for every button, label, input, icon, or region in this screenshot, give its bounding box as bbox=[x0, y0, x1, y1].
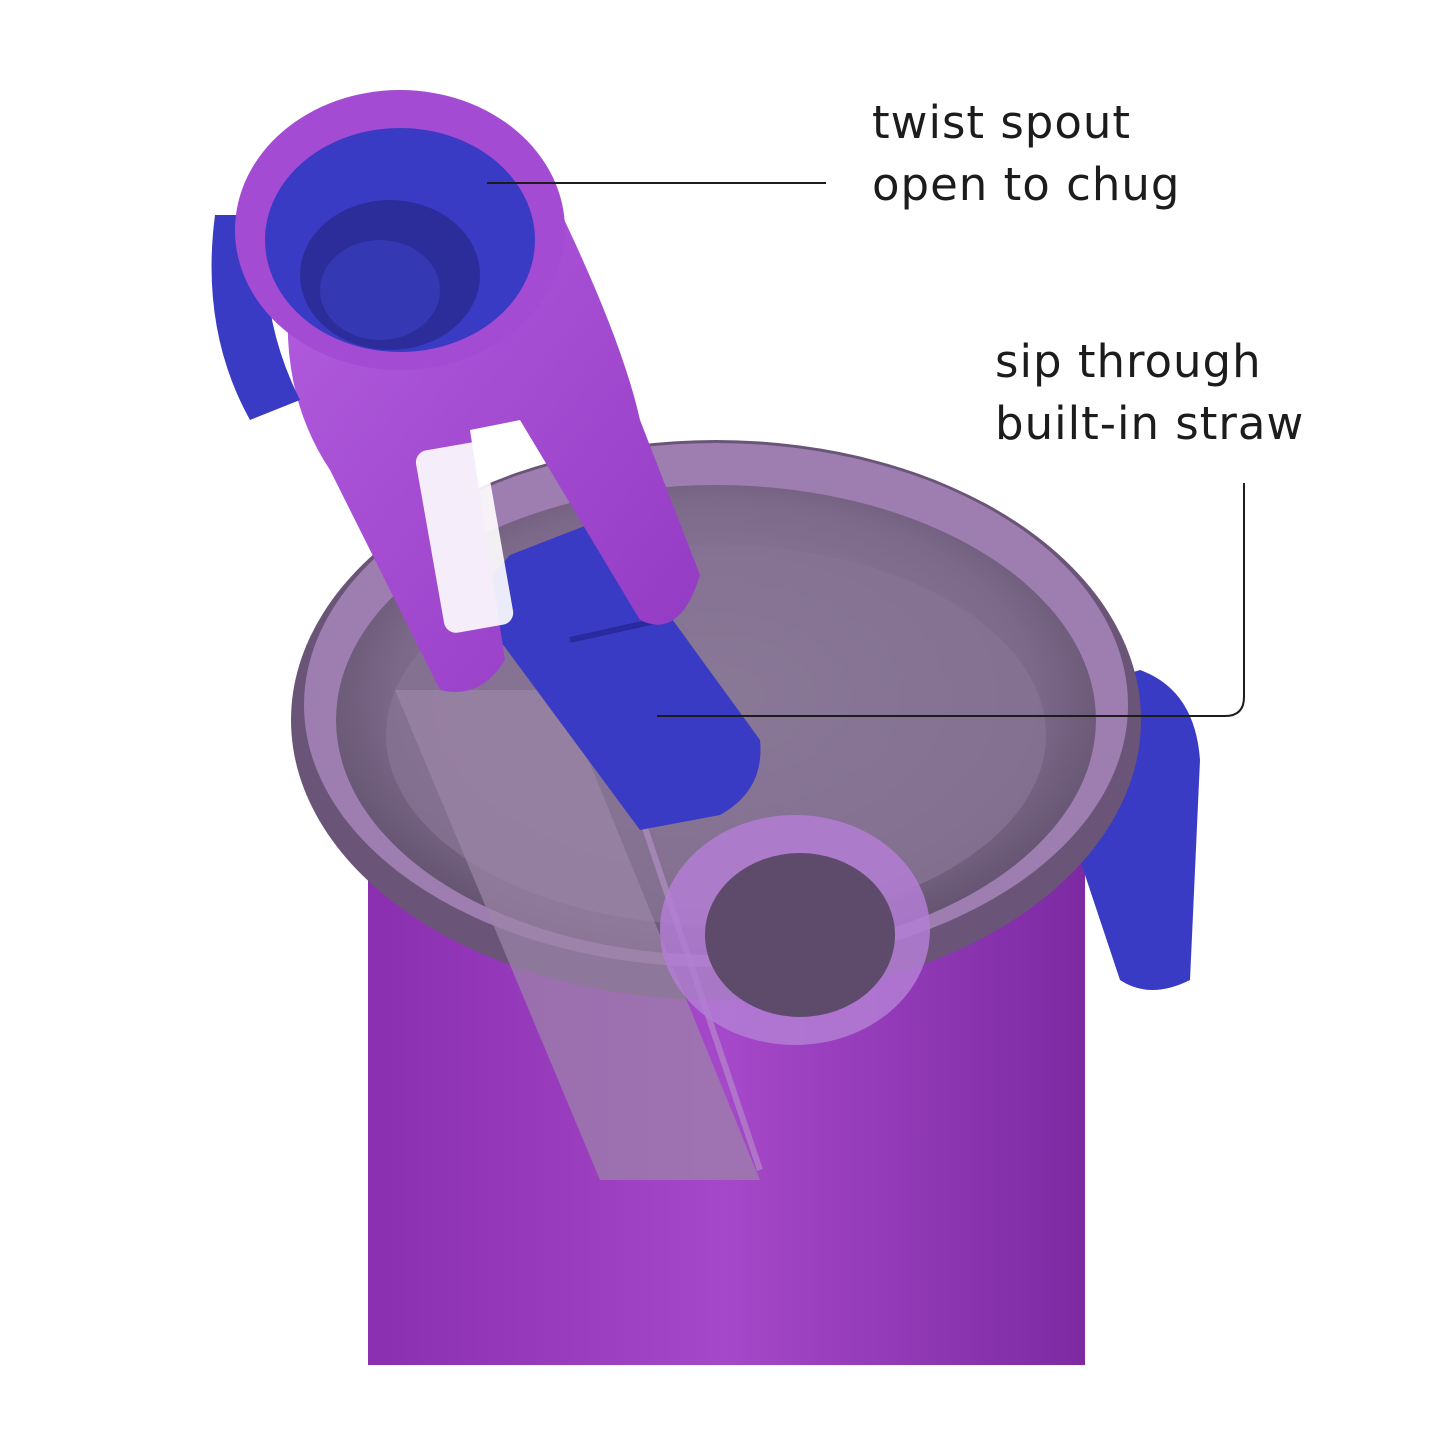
callout-built-in-straw-line1: sip through bbox=[995, 335, 1262, 388]
cap-side bbox=[211, 215, 300, 420]
callout-built-in-straw: sip through built-in straw bbox=[995, 331, 1304, 455]
callout-twist-spout: twist spout open to chug bbox=[872, 92, 1180, 216]
callout-twist-spout-line2: open to chug bbox=[872, 158, 1181, 211]
straw-channel bbox=[395, 690, 760, 1180]
latch bbox=[470, 520, 761, 830]
leader-line-straw bbox=[657, 483, 1245, 717]
callout-built-in-straw-line2: built-in straw bbox=[995, 397, 1305, 450]
callout-twist-spout-line1: twist spout bbox=[872, 96, 1132, 149]
